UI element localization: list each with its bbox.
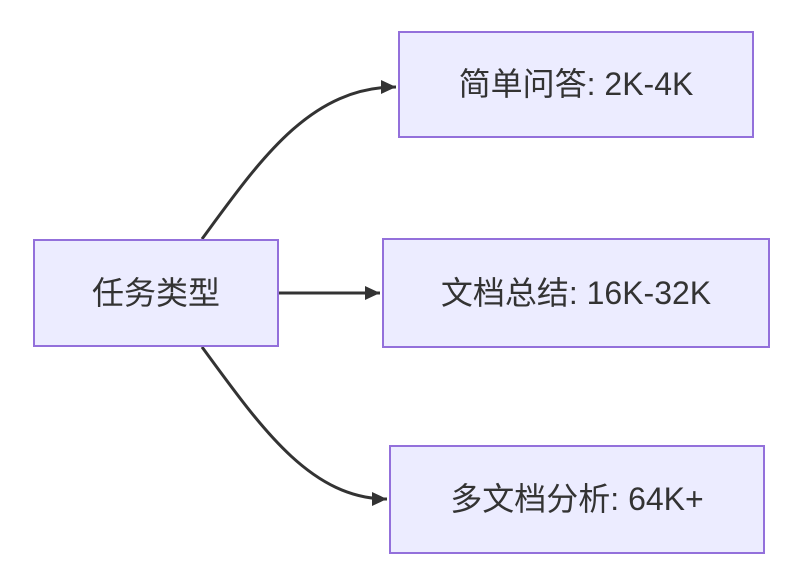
node-simple-qa-label: 简单问答: 2K-4K	[458, 66, 694, 103]
edge-task-type-to-simple-qa	[200, 80, 397, 240]
node-task-type-label: 任务类型	[91, 274, 220, 311]
node-task-type: 任务类型	[33, 239, 279, 347]
node-multi-doc-analysis: 多文档分析: 64K+	[389, 445, 765, 554]
node-doc-summary: 文档总结: 16K-32K	[382, 238, 770, 348]
node-multi-doc-analysis-label: 多文档分析: 64K+	[450, 481, 704, 518]
node-simple-qa: 简单问答: 2K-4K	[398, 31, 754, 138]
node-doc-summary-label: 文档总结: 16K-32K	[440, 274, 712, 311]
edge-task-type-to-multi-doc-analysis	[200, 346, 388, 506]
